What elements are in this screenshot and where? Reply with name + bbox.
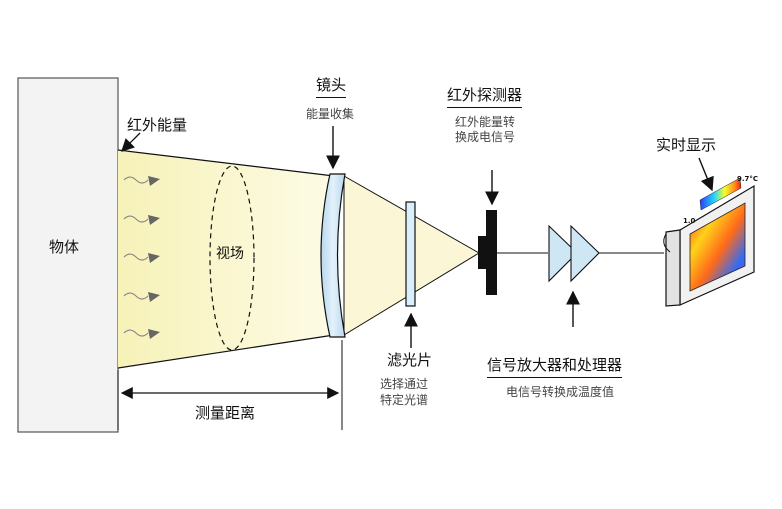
detector-title: 红外探测器 <box>447 84 523 108</box>
filter-desc-1: 选择通过 <box>380 377 429 391</box>
field-of-view-label: 视场 <box>216 246 244 262</box>
amplifier-title: 信号放大器和处理器 <box>487 354 623 378</box>
detector-back <box>478 236 488 269</box>
beam-edge-top <box>117 149 335 177</box>
filter-title: 滤光片 <box>387 351 433 369</box>
field-of-view-ellipse <box>209 165 255 351</box>
lens <box>320 173 346 338</box>
distance-label: 测量距离 <box>195 404 256 422</box>
filter-desc-2: 特定光谱 <box>380 393 429 407</box>
lens-title: 镜头 <box>316 74 347 98</box>
amplifier-triangle-1 <box>548 224 578 283</box>
filter-plate <box>405 201 416 307</box>
detector-block <box>486 210 497 295</box>
radiation-arrows <box>123 176 160 339</box>
detector-desc-1: 红外能量转 <box>455 115 516 129</box>
lens-desc: 能量收集 <box>306 107 355 121</box>
ir-beam <box>118 150 334 368</box>
display-unit <box>663 177 755 307</box>
display-value-left: 1.0 <box>683 217 696 225</box>
display-title: 实时显示 <box>656 136 717 154</box>
beam-edge-bottom <box>117 334 335 369</box>
object-box <box>17 77 119 433</box>
object-label: 物体 <box>49 238 80 256</box>
amplifier-desc: 电信号转换成温度值 <box>506 385 615 399</box>
display-pointer <box>698 157 714 192</box>
ir-energy-pointer <box>121 132 141 152</box>
ir-energy-label: 红外能量 <box>127 116 188 134</box>
amplifier-triangle-2 <box>570 224 600 283</box>
detector-desc-2: 换成电信号 <box>455 130 516 144</box>
display-value-top: 9.7°C <box>737 175 759 183</box>
